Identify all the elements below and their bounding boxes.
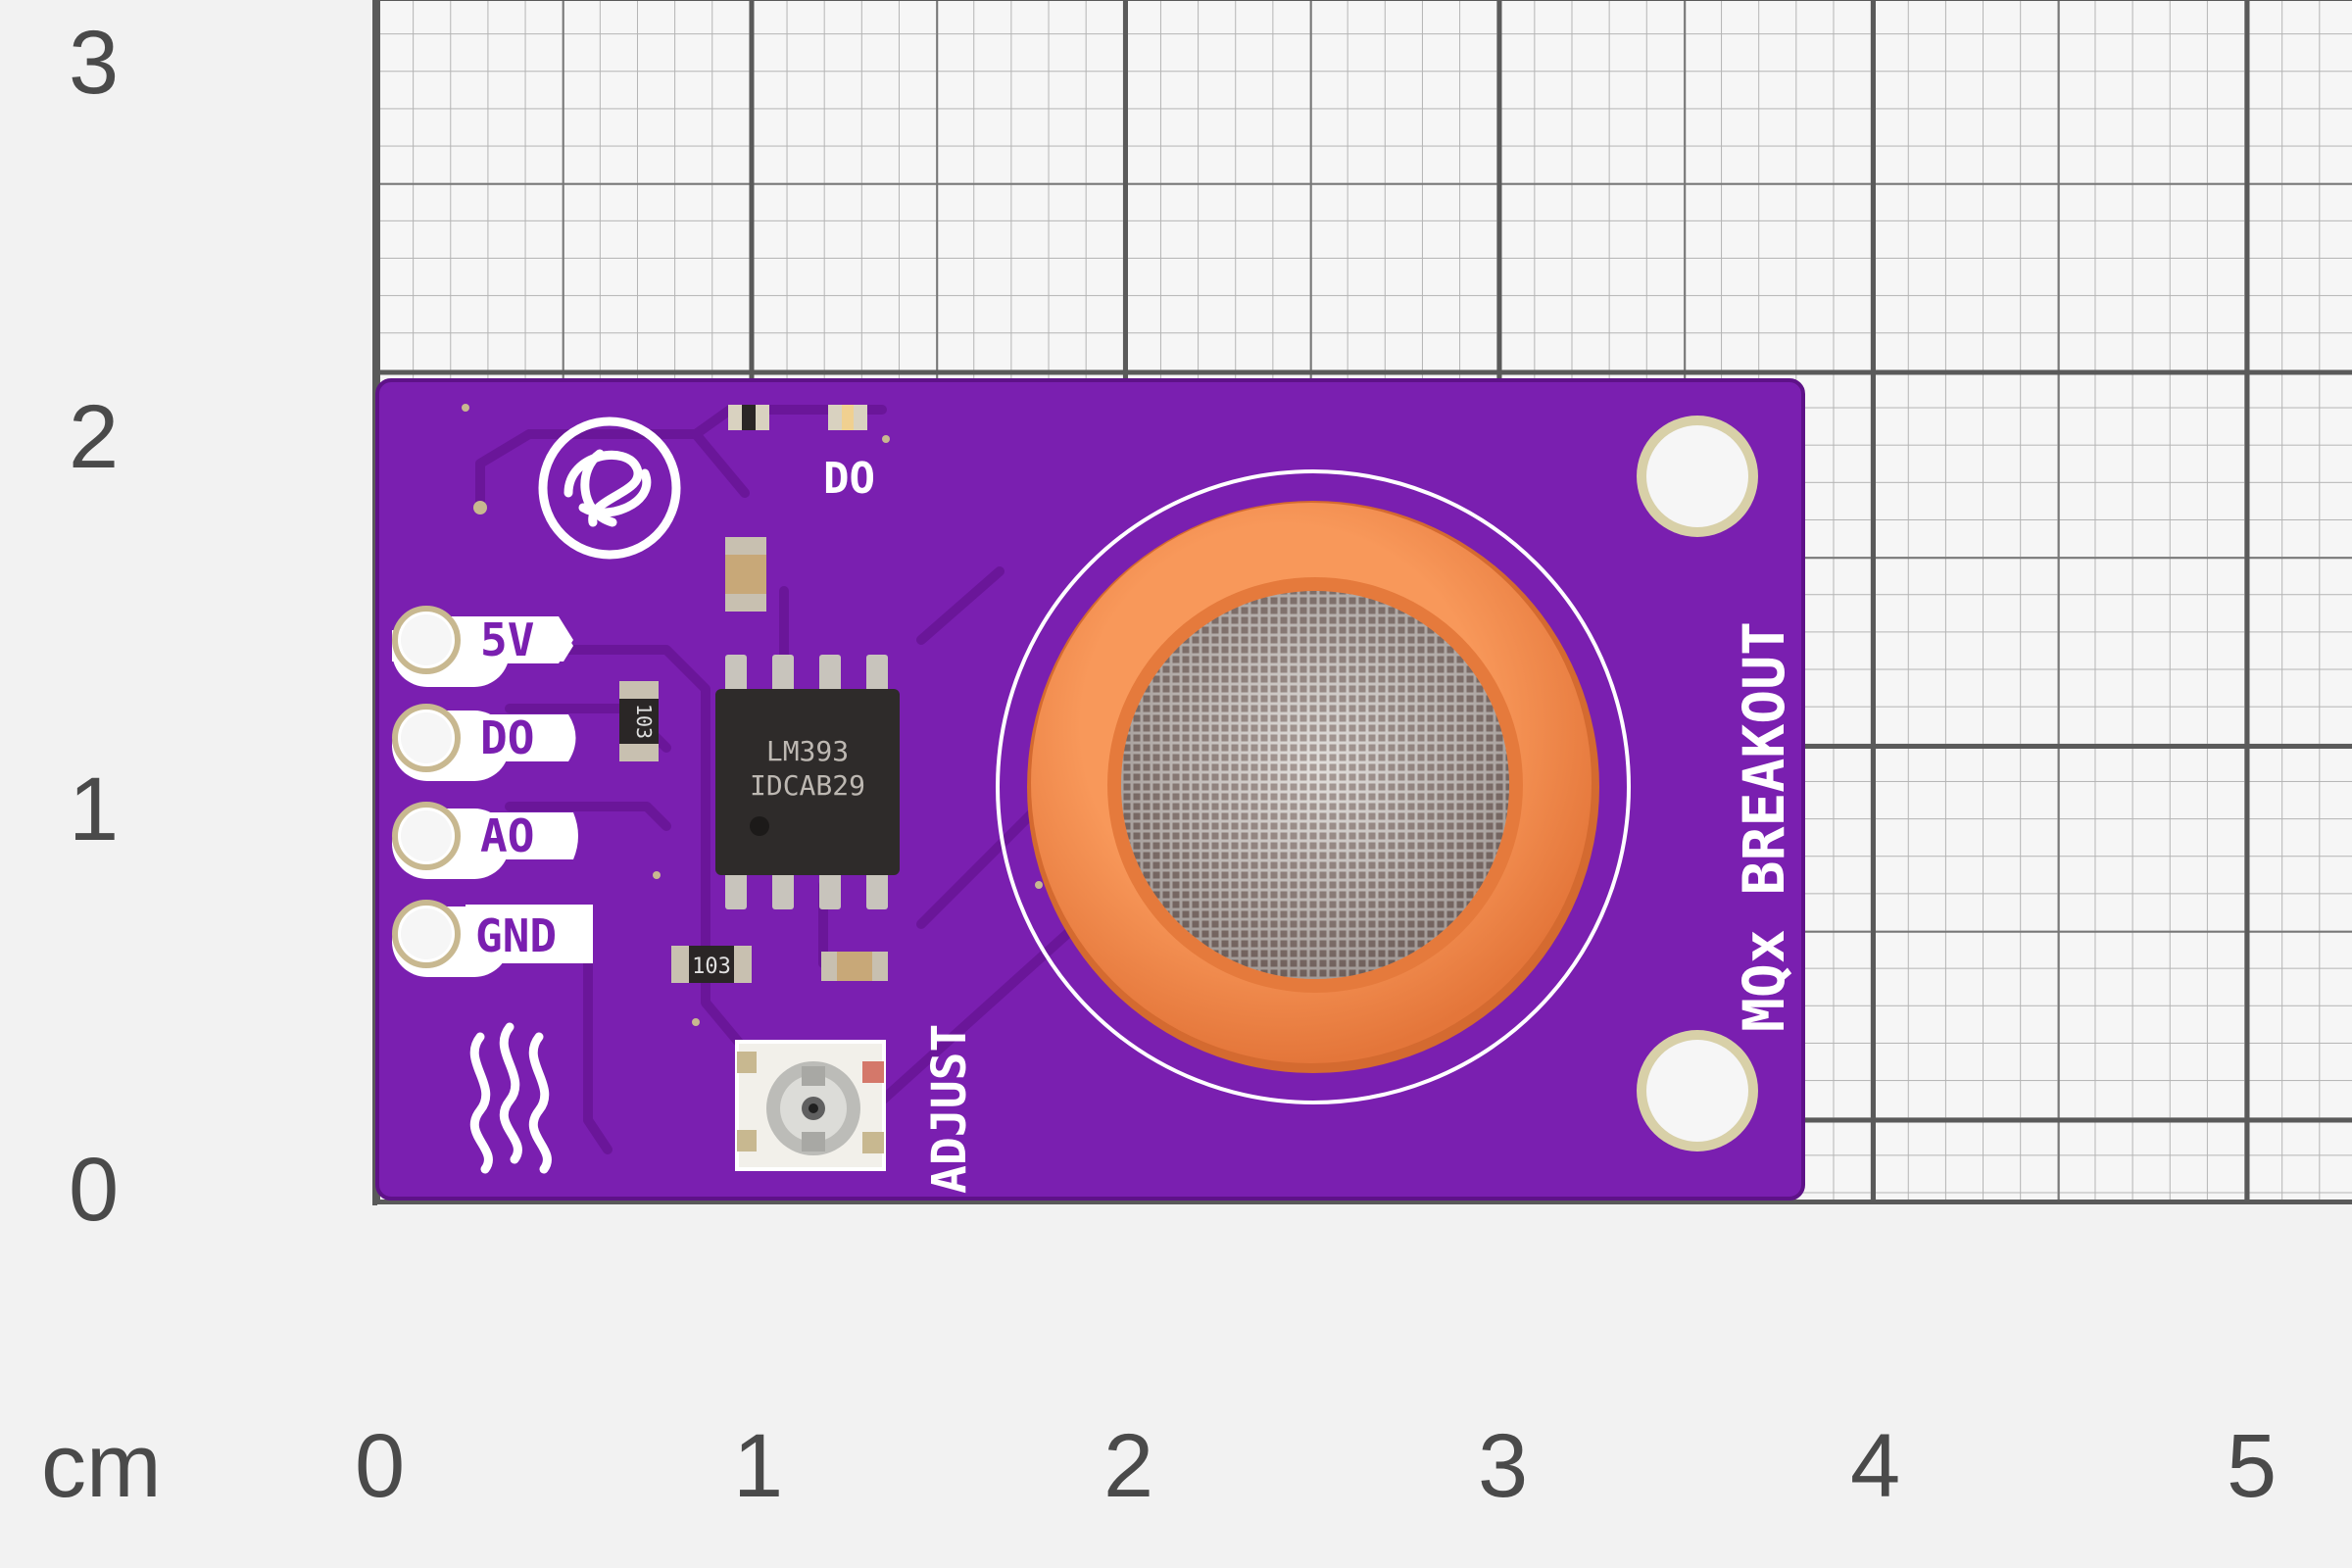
x-tick-2: 2	[1103, 1416, 1154, 1516]
adjust-label: ADJUST	[922, 1024, 977, 1194]
mounting-hole-bottom	[1637, 1030, 1758, 1152]
grid-axis-left	[372, 0, 377, 1205]
x-tick-1: 1	[733, 1416, 784, 1516]
resistor-code-1: 103	[632, 704, 656, 739]
x-tick-4: 4	[1850, 1416, 1901, 1516]
led-label-do: DO	[823, 454, 875, 504]
board-title: MQx BREAKOUT	[1731, 621, 1797, 1032]
sensor-outline-silk	[996, 469, 1631, 1104]
resistor-code-2: 103	[692, 955, 731, 979]
chip-part-number: LM393	[766, 735, 849, 767]
y-tick-1: 1	[69, 760, 120, 859]
pin-do: DO	[392, 704, 576, 781]
brand-logo-icon	[538, 416, 681, 560]
y-tick-3: 3	[69, 13, 120, 113]
unit-label: cm	[41, 1416, 162, 1516]
vias	[462, 404, 1043, 1026]
pin-ao: AO	[392, 802, 578, 879]
gas-sensor	[1027, 501, 1599, 1073]
pin-header: 5V DO AO GND	[392, 606, 593, 977]
mq-sensor-board: 5V DO AO GND	[372, 375, 1808, 1203]
chip-lot-code: IDCAB29	[750, 769, 865, 802]
pin-5v: 5V	[392, 606, 573, 687]
grid-axis-bottom	[372, 1200, 2352, 1204]
x-tick-3: 3	[1478, 1416, 1529, 1516]
pin-label-ao: AO	[480, 809, 534, 862]
smd-components: 103 103	[619, 405, 888, 983]
x-tick-0: 0	[355, 1416, 406, 1516]
y-tick-0: 0	[69, 1140, 120, 1240]
gas-wave-icon	[469, 1022, 552, 1174]
lm393-chip: LM393 IDCAB29	[715, 655, 900, 909]
pin-label-gnd: GND	[475, 909, 557, 962]
trim-potentiometer	[735, 1040, 886, 1171]
pin-gnd: GND	[392, 900, 593, 977]
mounting-hole-top	[1637, 416, 1758, 537]
y-tick-2: 2	[69, 387, 120, 487]
pin-label-do: DO	[480, 711, 534, 764]
x-tick-5: 5	[2227, 1416, 2278, 1516]
pin-label-5v: 5V	[480, 613, 534, 666]
